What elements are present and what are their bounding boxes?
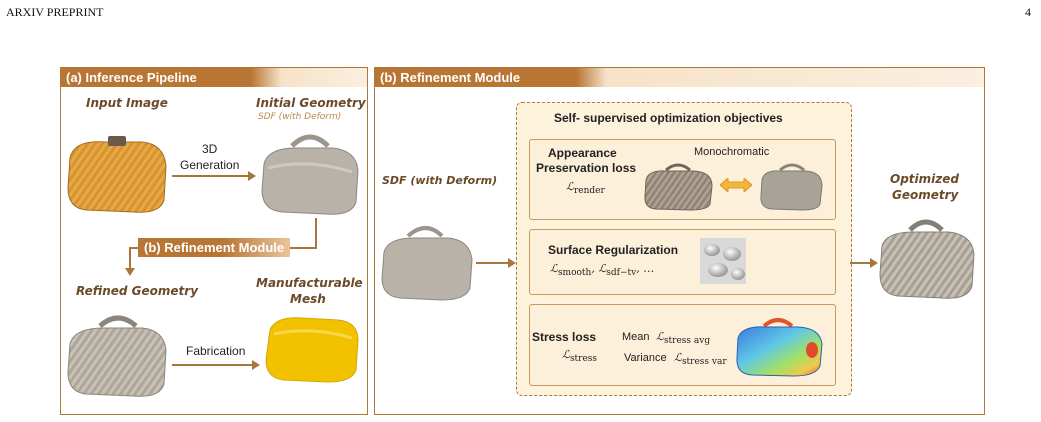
stress-var-loss: ℒstress var	[674, 351, 727, 367]
fabrication-arrow	[172, 359, 260, 371]
mesh-label-2: Mesh	[290, 292, 326, 306]
refinement-module-tag[interactable]: (b) Refinement Module	[138, 238, 290, 257]
generation-label-1: 3D	[202, 142, 217, 156]
sdf-to-objectives-arrow	[476, 257, 516, 269]
optimized-geometry-bag	[876, 214, 978, 304]
panel-a-title: (a) Inference Pipeline	[61, 68, 367, 87]
optimized-label-1: Optimized	[890, 172, 959, 186]
panel-b-title: (b) Refinement Module	[375, 68, 984, 87]
optimized-label-2: Geometry	[892, 188, 958, 202]
initial-geometry-bag	[258, 128, 362, 218]
refined-geometry-label: Refined Geometry	[76, 284, 198, 298]
surface-texture-thumb	[700, 238, 746, 284]
page-number: 4	[1025, 5, 1031, 20]
surface-regularization-label: Surface Regularization	[548, 243, 678, 257]
mesh-label-1: Manufacturable	[256, 276, 363, 290]
manufacturable-mesh	[262, 312, 362, 386]
running-header: ARXIV PREPRINT	[6, 5, 103, 20]
surface-losses: ℒsmooth, ℒsdf−tv, …	[550, 262, 654, 278]
stress-heatmap-bag	[734, 314, 826, 378]
stress-loss-label: Stress loss	[532, 330, 596, 344]
mean-label: Mean	[622, 331, 650, 343]
sdf-label: SDF (with Deform)	[382, 174, 497, 187]
monochromatic-label: Monochromatic	[694, 146, 769, 158]
refined-geometry-bag	[64, 310, 172, 402]
double-arrow-icon	[720, 178, 752, 192]
render-loss: ℒrender	[566, 180, 605, 196]
objectives-to-output-arrow	[850, 257, 878, 269]
objectives-title: Self- supervised optimization objectives	[554, 111, 783, 125]
stress-loss-symbol: ℒstress	[562, 348, 597, 364]
stress-avg-loss: ℒstress avg	[656, 330, 710, 346]
generation-arrow	[172, 170, 256, 182]
initial-geometry-label: Initial Geometry	[256, 96, 366, 110]
input-image-bag	[64, 128, 172, 218]
sdf-input-bag	[378, 220, 476, 304]
monochrome-bag-thumb	[758, 160, 826, 212]
initial-geometry-sub: SDF (with Deform)	[258, 112, 341, 122]
input-image-label: Input Image	[86, 96, 168, 110]
fabrication-label: Fabrication	[186, 344, 245, 358]
variance-label: Variance	[624, 352, 667, 364]
appearance-label-1: Appearance	[548, 146, 617, 160]
appearance-label-2: Preservation loss	[536, 161, 636, 175]
textured-bag-thumb	[642, 160, 716, 212]
